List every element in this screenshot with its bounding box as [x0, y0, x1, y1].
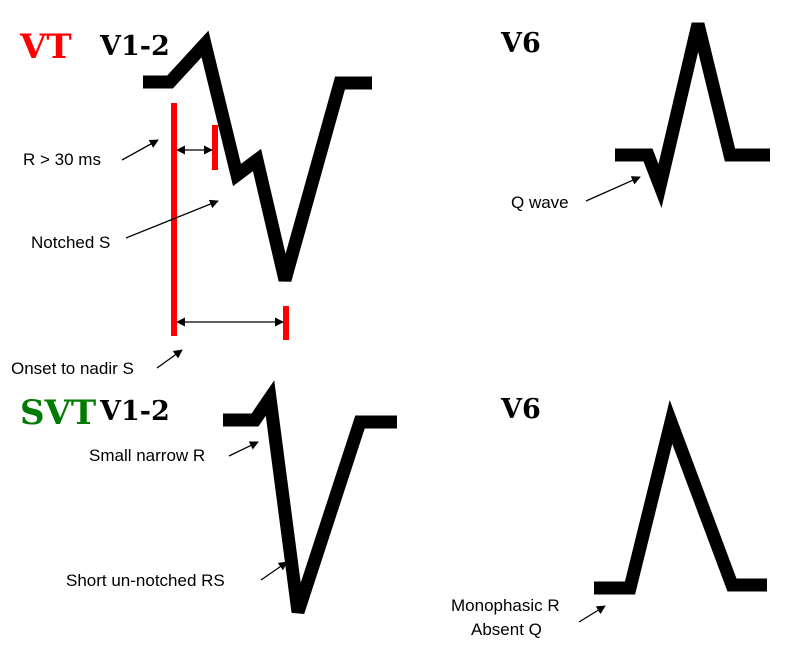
absent-q-label: Absent Q	[471, 620, 542, 639]
small-narrow-r-label: Small narrow R	[89, 446, 205, 465]
vt-v6-waveform	[615, 22, 770, 208]
short-rs-label: Short un-notched RS	[66, 571, 225, 590]
r-duration-pointer	[121, 139, 159, 161]
svt-v12-lead-label: V1-2	[99, 396, 170, 427]
small-narrow-r-pointer	[228, 441, 259, 457]
notched-s-pointer	[125, 199, 219, 239]
short-rs-pointer	[260, 561, 288, 581]
notched-s-label: Notched S	[31, 233, 110, 252]
svt-v6-lead-label: V6	[500, 394, 541, 425]
monophasic-r-pointer	[578, 605, 606, 623]
onset-to-nadir-pointer	[156, 349, 183, 369]
monophasic-r-label: Monophasic R	[451, 596, 560, 615]
q-wave-label: Q wave	[511, 193, 569, 212]
svt-v6-waveform	[594, 400, 767, 595]
svt-v12-waveform	[223, 380, 397, 615]
onset-to-nadir-label: Onset to nadir S	[11, 359, 134, 378]
svt-title: SVT	[20, 393, 96, 433]
vt-title: VT	[19, 27, 72, 67]
vt-v12-waveform	[143, 30, 372, 282]
vt-v6-lead-label: V6	[500, 28, 541, 59]
vt-v12-lead-label: V1-2	[99, 31, 170, 62]
r-duration-label: R > 30 ms	[23, 150, 101, 169]
q-wave-pointer	[585, 176, 641, 202]
